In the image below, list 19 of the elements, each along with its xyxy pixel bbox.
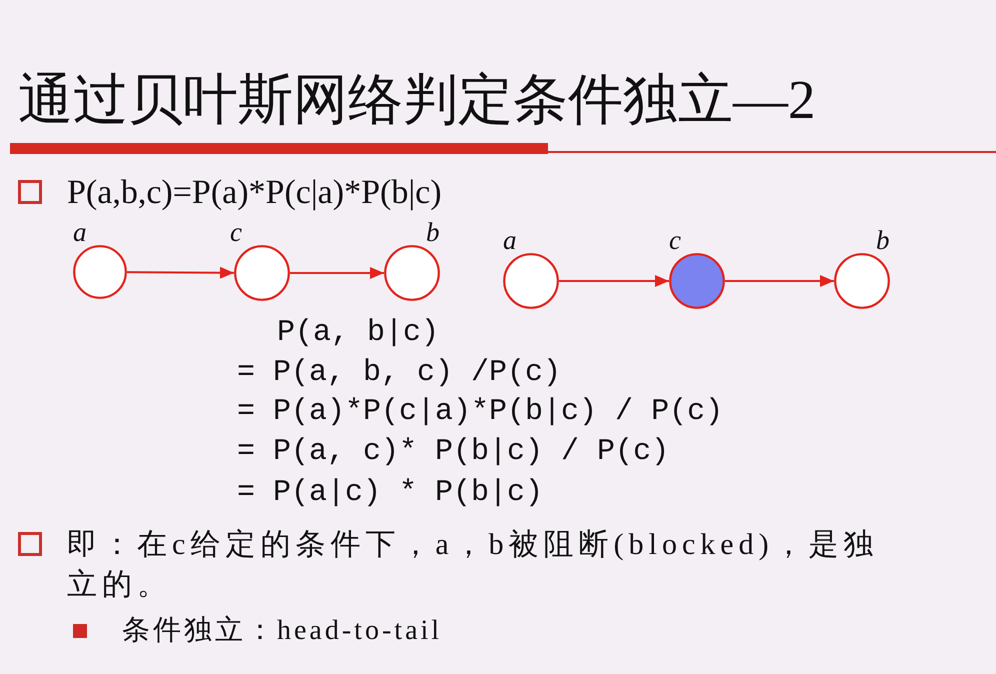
sub-bullet-text: 条件独立：head-to-tail bbox=[122, 614, 442, 648]
arrow bbox=[127, 266, 234, 279]
arrow bbox=[725, 275, 834, 287]
formula-text: P(a,b,c)=P(a)*P(c|a)*P(b|c) bbox=[67, 172, 442, 212]
equation-line: = P(a)*P(c|a)*P(b|c) / P(c) bbox=[237, 394, 724, 430]
equation-line: = P(a, b, c) /P(c) bbox=[237, 355, 562, 391]
equation-line: = P(a|c) * P(b|c) bbox=[237, 475, 544, 511]
arrow bbox=[290, 267, 384, 279]
node-label: a bbox=[73, 221, 86, 243]
bullet-text: 即：在c给定的条件下，a，b被阻断(blocked)，是独立的。 bbox=[67, 527, 880, 603]
node-label: b bbox=[876, 229, 890, 251]
equation-line: = P(a, c)* P(b|c) / P(c) bbox=[237, 434, 670, 470]
slide-title: 通过贝叶斯网络判定条件独立—2 bbox=[18, 70, 816, 130]
node-label: b bbox=[426, 221, 440, 243]
equation-line: P(a, b|c) bbox=[277, 315, 440, 351]
arrow bbox=[559, 275, 669, 287]
node-label: c bbox=[669, 229, 681, 251]
node-label: a bbox=[503, 229, 516, 251]
node-label: c bbox=[230, 221, 242, 243]
